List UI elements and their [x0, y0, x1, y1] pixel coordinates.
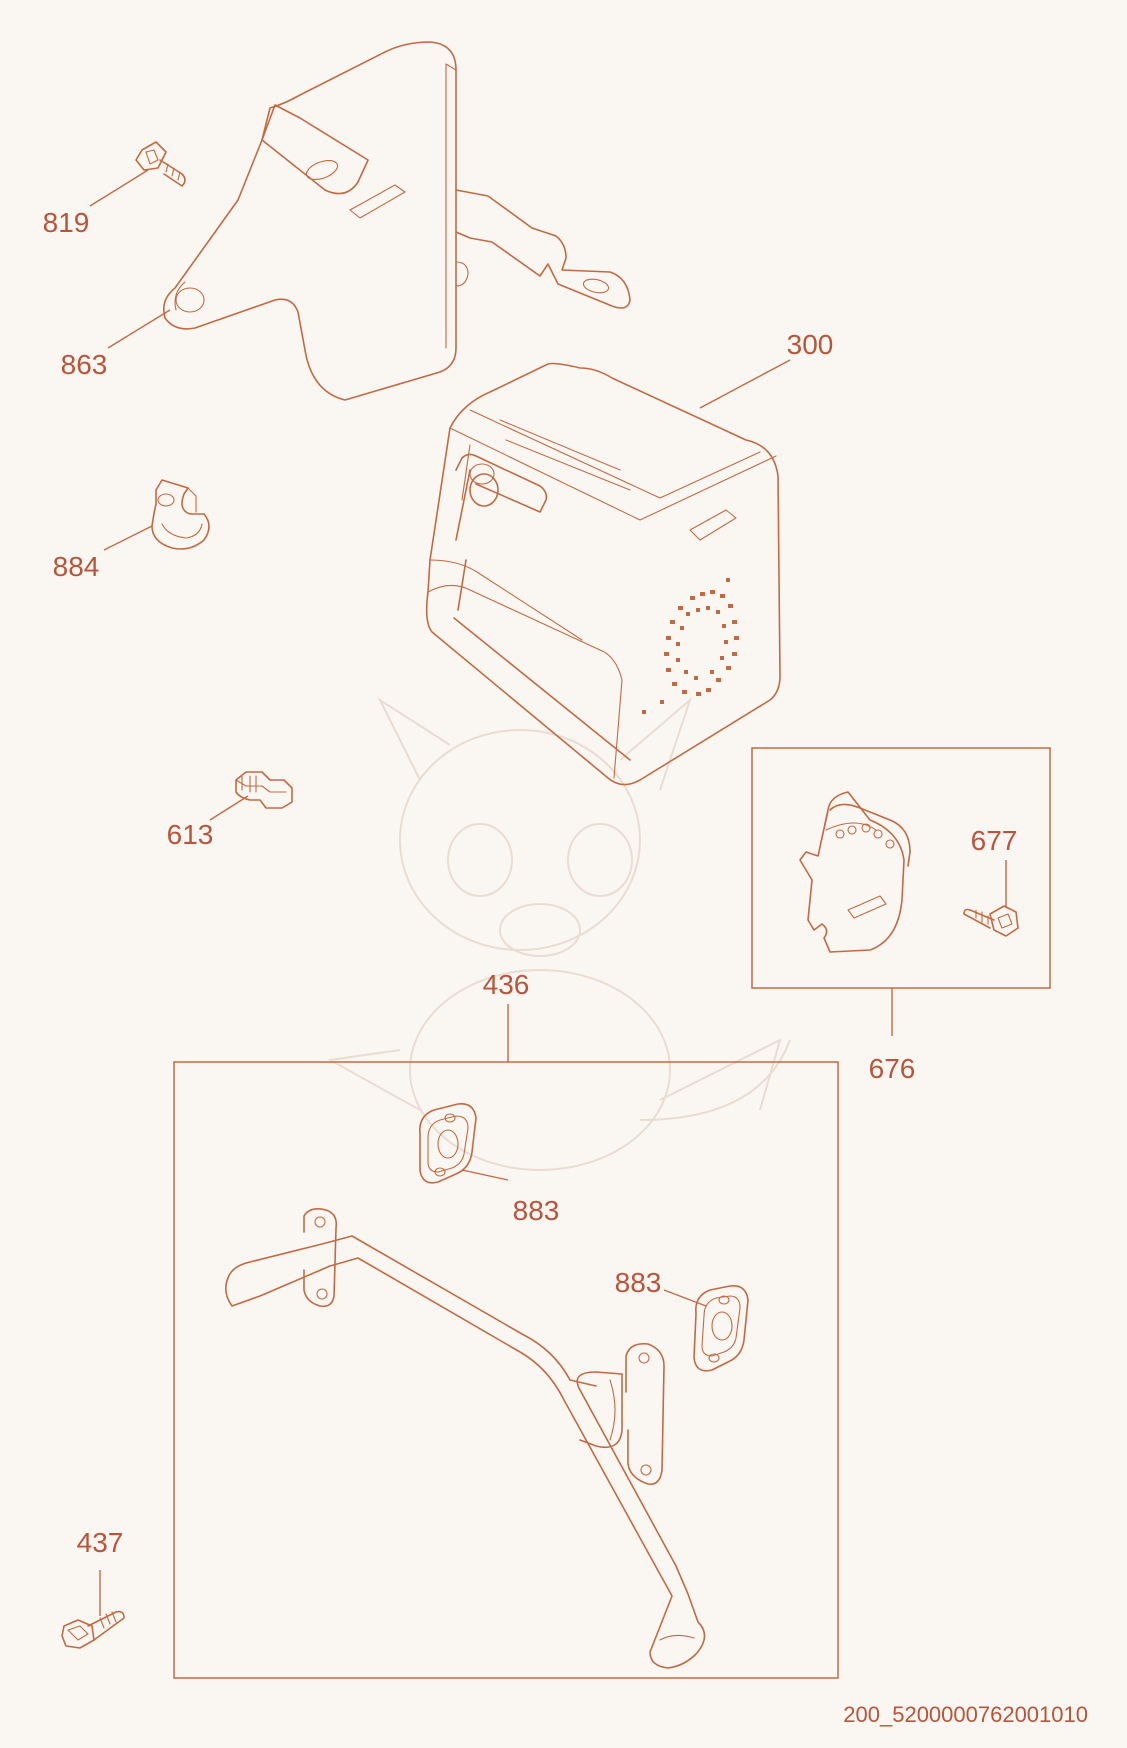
- gasket-883-lower: [693, 1284, 749, 1372]
- heat-shield-863: [162, 41, 631, 401]
- label-613: 613: [167, 819, 214, 850]
- label-819: 819: [43, 207, 90, 238]
- screw-819: [135, 141, 186, 187]
- part-labels: 819 863 300 884 613 677 676 436 883 883 …: [43, 207, 1088, 1727]
- bolt-613: [235, 771, 293, 809]
- leader-lines: [89, 169, 1007, 1616]
- spark-arrester-box-676: [751, 747, 1051, 989]
- label-436: 436: [483, 969, 530, 1000]
- muffler-300: [425, 362, 781, 786]
- label-300: 300: [787, 329, 834, 360]
- label-676: 676: [869, 1053, 916, 1084]
- label-884: 884: [53, 551, 100, 582]
- exhaust-pipe: [224, 1208, 706, 1669]
- muffler-perforations: [642, 578, 739, 714]
- drawing-code: 200_5200000762001010: [843, 1702, 1088, 1727]
- spark-arrester-screen: [799, 791, 911, 953]
- gasket-883-upper: [418, 1102, 477, 1184]
- label-437: 437: [77, 1527, 124, 1558]
- screw-677: [963, 905, 1019, 937]
- background-watermark: [326, 696, 791, 1171]
- exhaust-pipe-box-436: [173, 1061, 839, 1679]
- label-883-upper: 883: [513, 1195, 560, 1226]
- label-883-lower: 883: [615, 1267, 662, 1298]
- label-863: 863: [61, 349, 108, 380]
- clamp-884: [151, 479, 210, 550]
- bolt-437: [61, 1610, 125, 1649]
- label-677: 677: [971, 825, 1018, 856]
